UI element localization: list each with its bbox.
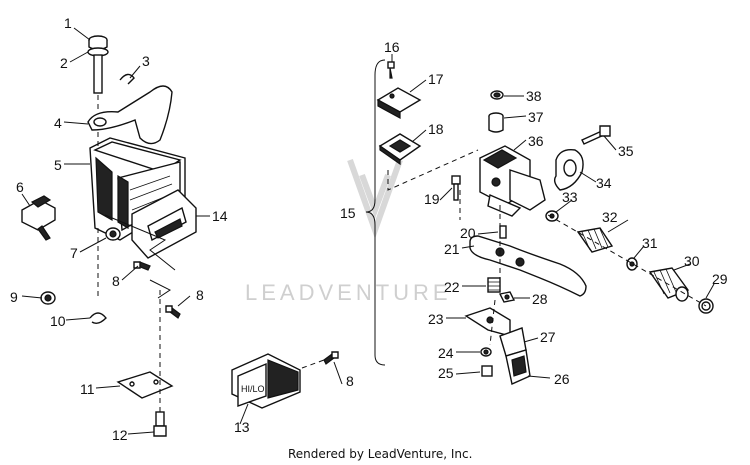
- part-28-nut: [498, 291, 516, 303]
- callout-21: 21: [444, 241, 460, 257]
- callout-12: 12: [112, 427, 128, 443]
- part-21-lever: [469, 235, 587, 297]
- callout-1: 1: [64, 15, 72, 31]
- part-8a-screw: [133, 261, 151, 271]
- part-1-bolt: [87, 35, 109, 94]
- part-6-connector: [21, 195, 56, 241]
- callout-19: 19: [424, 191, 440, 207]
- part-34-clamp: [553, 149, 584, 191]
- part-31-washer: [626, 257, 638, 271]
- right-assembly-lines: [459, 190, 501, 346]
- part-14-boot: [131, 189, 197, 259]
- part-16-screw: [387, 61, 395, 79]
- callout-7: 7: [70, 245, 78, 261]
- callout-34: 34: [596, 175, 612, 191]
- callout-27: 27: [540, 329, 556, 345]
- callout-28: 28: [532, 291, 548, 307]
- part-18-gasket: [378, 133, 422, 166]
- part-32-spring: [576, 227, 614, 253]
- switch-label: HI/LO: [241, 384, 265, 394]
- part-4-lever: [87, 85, 173, 145]
- part-8c-screw: [323, 351, 339, 365]
- callout-33: 33: [562, 189, 578, 205]
- callout-17: 17: [428, 71, 444, 87]
- part-9-nut: [40, 291, 56, 305]
- part-13-switch: HI/LO: [231, 353, 301, 409]
- callouts: 1 2 3 4 5 6 7 8 8 9 10 11 12 13 14 15 16…: [10, 15, 728, 443]
- part-22-spring: [487, 277, 501, 293]
- callout-32: 32: [602, 209, 618, 225]
- part-24-washer: [480, 347, 492, 357]
- part-30-piston: [648, 267, 690, 302]
- watermark-text: LEADVENTURE: [245, 280, 452, 305]
- callout-29: 29: [712, 271, 728, 287]
- callout-8b: 8: [196, 287, 204, 303]
- part-35-screw: [581, 125, 611, 145]
- callout-25: 25: [438, 365, 454, 381]
- callout-31: 31: [642, 235, 658, 251]
- part-38-seal: [490, 90, 504, 100]
- callout-16: 16: [384, 39, 400, 55]
- part-25-screw: [481, 365, 493, 377]
- part-17-cover: [376, 87, 422, 120]
- switch-line: [301, 359, 325, 369]
- footer-credit: Rendered by LeadVenture, Inc.: [288, 447, 472, 461]
- part-23-bracket: [464, 307, 511, 337]
- callout-30: 30: [684, 253, 700, 269]
- callout-10: 10: [50, 313, 66, 329]
- callout-20: 20: [460, 225, 476, 241]
- part-8b-screw: [165, 305, 181, 319]
- callout-11: 11: [80, 381, 95, 397]
- callout-13: 13: [234, 419, 250, 435]
- callout-9: 9: [10, 289, 18, 305]
- callout-26: 26: [554, 371, 570, 387]
- leader-lines: [21, 27, 715, 435]
- part-7-nut: [105, 227, 121, 241]
- part-19-bolt: [451, 175, 461, 201]
- part-26-switch: [505, 349, 531, 385]
- callout-15: 15: [340, 205, 356, 221]
- part-37-cap: [488, 112, 504, 133]
- callout-36: 36: [528, 133, 544, 149]
- callout-2: 2: [60, 55, 68, 71]
- part-11-plate: [116, 371, 174, 399]
- callout-3: 3: [142, 53, 150, 69]
- part-10-eclip: [89, 312, 107, 325]
- part-20-pin: [499, 225, 507, 239]
- callout-38: 38: [526, 88, 542, 104]
- part-36-master-cylinder: [479, 145, 546, 217]
- callout-6: 6: [16, 179, 24, 195]
- callout-8c: 8: [346, 373, 354, 389]
- callout-24: 24: [438, 345, 454, 361]
- callout-4: 4: [54, 115, 62, 131]
- cover-line: [387, 149, 479, 191]
- part-12-bolt: [153, 411, 167, 437]
- bracket-15: [365, 59, 386, 366]
- left-assembly-lines: [97, 95, 176, 412]
- callout-23: 23: [428, 311, 444, 327]
- callout-37: 37: [528, 109, 544, 125]
- callout-14: 14: [212, 208, 228, 224]
- callout-22: 22: [444, 279, 460, 295]
- callout-5: 5: [54, 157, 62, 173]
- callout-18: 18: [428, 121, 444, 137]
- piston-axis: [547, 214, 707, 307]
- callout-35: 35: [618, 143, 634, 159]
- callout-8a: 8: [112, 273, 120, 289]
